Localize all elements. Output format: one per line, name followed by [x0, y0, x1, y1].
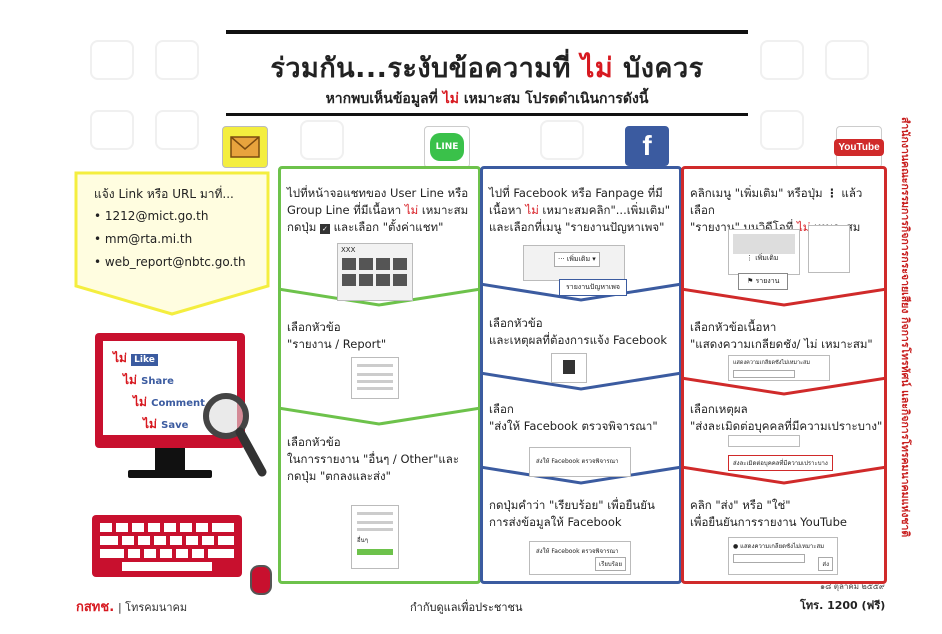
- youtube-submit-mock: ● แสดงความเกลียดชังไม่เหมาะสม ส่ง: [728, 537, 838, 575]
- background-icon: [90, 110, 134, 150]
- hotline-number: โทร. 1200 (ฟรี): [800, 599, 886, 612]
- header-bottom-rule: [226, 113, 748, 116]
- facebook-more-mock: ··· เพิ่มเติม ▾: [523, 245, 625, 281]
- facebook-done-mock: ส่งให้ Facebook ตรวจพิจารณา เรียบร้อย: [529, 541, 631, 575]
- facebook-review-mock: ส่งให้ Facebook ตรวจพิจารณา: [529, 447, 631, 477]
- mouse-icon: [250, 565, 272, 595]
- background-icon: [825, 40, 869, 80]
- facebook-step-3: เลือก "ส่งให้ Facebook ตรวจพิจารณา": [489, 402, 658, 433]
- youtube-column: คลิกเมนู "เพิ่มเติม" หรือปุ่ม ⋮ แล้วเลือ…: [681, 166, 887, 584]
- agency-side-text: สำนักงานคณะกรรมการกิจการกระจายเสียง กิจก…: [899, 117, 911, 538]
- youtube-reason-select: [728, 435, 800, 447]
- youtube-icon: YouTube: [834, 126, 884, 168]
- email-report-panel: แจ้ง Link หรือ URL มาที่... • 1212@mict.…: [74, 171, 270, 316]
- facebook-report-page-menu: รายงานปัญหาเพจ: [559, 279, 627, 296]
- like-button-icon: Like: [131, 354, 158, 366]
- line-report-mock: [351, 357, 399, 399]
- facebook-reason-mock: [551, 353, 587, 383]
- background-icon: [155, 40, 199, 80]
- email-item[interactable]: • web_report@nbtc.go.th: [94, 255, 246, 269]
- facebook-column: ไปที่ Facebook หรือ Fanpage ที่มี เนื้อห…: [480, 166, 682, 584]
- email-item[interactable]: • mm@rta.mi.th: [94, 232, 193, 246]
- header-top-rule: [226, 30, 748, 34]
- line-step-2: เลือกหัวข้อ "รายงาน / Report": [287, 320, 387, 351]
- line-column: ไปที่หน้าจอแชทของ User Line หรือ Group L…: [278, 166, 481, 584]
- background-icon: [90, 40, 134, 80]
- magnifier-icon: [200, 390, 270, 484]
- keyboard-illustration: [92, 515, 242, 577]
- youtube-reason-option: ส่งละเมิดต่อบุคคลที่มีความเปราะบาง: [728, 455, 833, 471]
- facebook-step-2: เลือกหัวข้อ และเหตุผลที่ต้องการแจ้ง Face…: [489, 316, 668, 347]
- background-icon: [760, 40, 804, 80]
- youtube-video-mock: [728, 229, 800, 275]
- background-icon: [540, 120, 584, 160]
- background-icon: [300, 120, 344, 160]
- line-other-mock: อื่นๆ: [351, 505, 399, 569]
- facebook-icon: f: [625, 126, 669, 166]
- monitor-base: [128, 470, 212, 478]
- page-title: ร่วมกัน...ระงับข้อความที่ ไม่ บังควร: [270, 53, 704, 84]
- email-panel-heading: แจ้ง Link หรือ URL มาที่...: [94, 187, 234, 201]
- line-app-icon: LINE: [424, 126, 470, 168]
- monitor-stand: [155, 448, 185, 470]
- youtube-step-3: เลือกเหตุผล "ส่งละเมิดต่อบุคคลที่มีความเ…: [690, 402, 883, 433]
- envelope-icon: [222, 126, 268, 168]
- facebook-step-4: กดปุ่มคำว่า "เรียบร้อย" เพื่อยืนยัน การส…: [489, 498, 655, 529]
- line-chat-menu-mock: XXX: [337, 243, 413, 301]
- menu-chevron-icon: ✓: [319, 224, 330, 234]
- youtube-step-2: เลือกหัวข้อเนื้อหา "แสดงความเกลียดชัง/ ไ…: [690, 320, 873, 351]
- line-step-1: ไปที่หน้าจอแชทของ User Line หรือ Group L…: [287, 186, 469, 234]
- background-icon: [760, 110, 804, 150]
- youtube-report-menu: ⚑ รายงาน: [738, 273, 789, 290]
- youtube-step-4: คลิก "ส่ง" หรือ "ใช่" เพื่อยืนยันการรายง…: [690, 498, 847, 529]
- line-step-3: เลือกหัวข้อ ในการรายงาน "อื่นๆ / Other"แ…: [287, 435, 460, 483]
- footer-slogan: กำกับดูแลเพื่อประชาชน: [410, 601, 523, 614]
- email-item[interactable]: • 1212@mict.go.th: [94, 209, 209, 223]
- nbtc-logo: กสทช. | โทรคมนาคม: [76, 600, 188, 615]
- background-icon: [155, 110, 199, 150]
- date-label: ๑๘ ตุลาคม ๒๕๕๙: [820, 582, 885, 591]
- youtube-more-label: ⋮ เพิ่มเติม: [746, 254, 779, 262]
- youtube-sidebar-mock: [808, 225, 850, 273]
- more-vert-icon: ⋮: [826, 186, 838, 200]
- facebook-step-1: ไปที่ Facebook หรือ Fanpage ที่มี เนื้อห…: [489, 186, 671, 234]
- youtube-topic-mock: แสดงความเกลียดชังไม่เหมาะสม: [728, 355, 830, 381]
- page-subtitle: หากพบเห็นข้อมูลที่ ไม่ เหมาะสม โปรดดำเนิ…: [325, 91, 649, 107]
